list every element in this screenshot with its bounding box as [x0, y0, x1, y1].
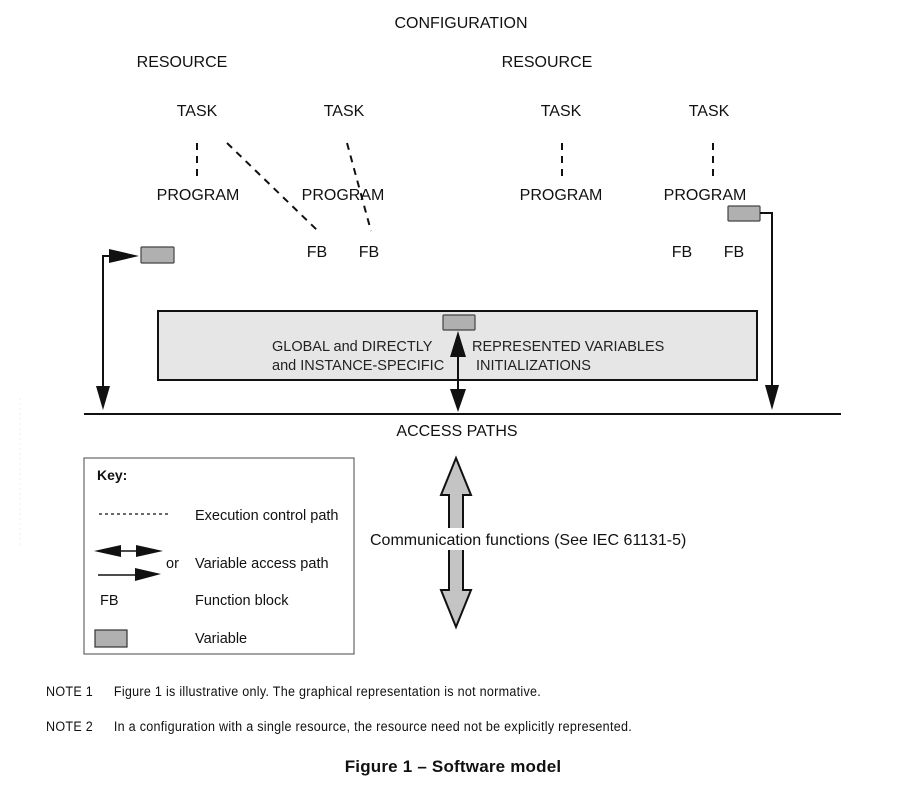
variable-box-program4 [727, 205, 761, 222]
key-fb-symbol: FB [100, 593, 119, 609]
variable-access-path-center [450, 331, 466, 412]
exec-path-task1-fb1 [226, 142, 319, 232]
key-label-variable-access-path: Variable access path [195, 556, 329, 572]
note-2: NOTE 2 In a configuration with a single r… [46, 719, 632, 734]
key-single-arrow-icon [98, 568, 161, 581]
note-text: Figure 1 is illustrative only. The graph… [113, 684, 542, 699]
task-label: TASK [176, 103, 218, 120]
note-label: NOTE 1 [46, 684, 94, 699]
access-paths-label: ACCESS PATHS [396, 423, 518, 440]
resource-label: RESOURCE [136, 54, 228, 71]
global-box-text-line1-left: GLOBAL and DIRECTLY [272, 339, 433, 355]
figure-caption: Figure 1 – Software model [344, 757, 562, 776]
program-label: PROGRAM [663, 187, 747, 204]
program-label: PROGRAM [519, 187, 603, 204]
key-label-execution-control-path: Execution control path [195, 508, 339, 524]
global-box-text-line1-right: REPRESENTED VARIABLES [472, 339, 665, 355]
fb-label: FB [723, 244, 745, 261]
comm-arrow-label-gap [446, 528, 466, 550]
execution-control-paths [196, 142, 714, 232]
key-box [83, 457, 355, 655]
global-box-text-line2-left: and INSTANCE-SPECIFIC [272, 358, 445, 374]
program-label: PROGRAM [301, 187, 385, 204]
arrowhead-down [450, 389, 466, 412]
key-label-variable: Variable [195, 631, 248, 647]
arrowhead-down [765, 385, 779, 410]
task-label: TASK [323, 103, 365, 120]
communication-functions-label: Communication functions (See IEC 61131-5… [370, 532, 687, 549]
variable-access-path-left [96, 249, 139, 410]
fb-label: FB [358, 244, 380, 261]
variable-access-path-right [760, 212, 779, 410]
program-label: PROGRAM [156, 187, 240, 204]
arrowhead-down [96, 386, 110, 410]
variable-box-global [442, 314, 476, 331]
task-label: TASK [540, 103, 582, 120]
key-title: Key: [97, 467, 128, 483]
key-double-arrow-icon [94, 545, 163, 557]
variable-box-resource1 [140, 246, 175, 264]
fb-label: FB [306, 244, 328, 261]
key-or-label: or [166, 556, 179, 572]
arrowhead-right [109, 249, 139, 263]
key-variable-box-icon [94, 629, 128, 648]
note-label: NOTE 2 [46, 719, 94, 734]
arrowhead-up [450, 331, 466, 357]
task-label: TASK [688, 103, 730, 120]
fb-label: FB [671, 244, 693, 261]
exec-path-task2-fb2 [346, 142, 372, 232]
global-box-text-line2-right: INITIALIZATIONS [476, 358, 591, 374]
note-1: NOTE 1 Figure 1 is illustrative only. The… [46, 684, 541, 699]
note-text: In a configuration with a single resourc… [113, 719, 633, 734]
configuration-label: CONFIGURATION [394, 15, 528, 32]
key-label-function-block: Function block [195, 593, 289, 609]
resource-label: RESOURCE [501, 54, 593, 71]
